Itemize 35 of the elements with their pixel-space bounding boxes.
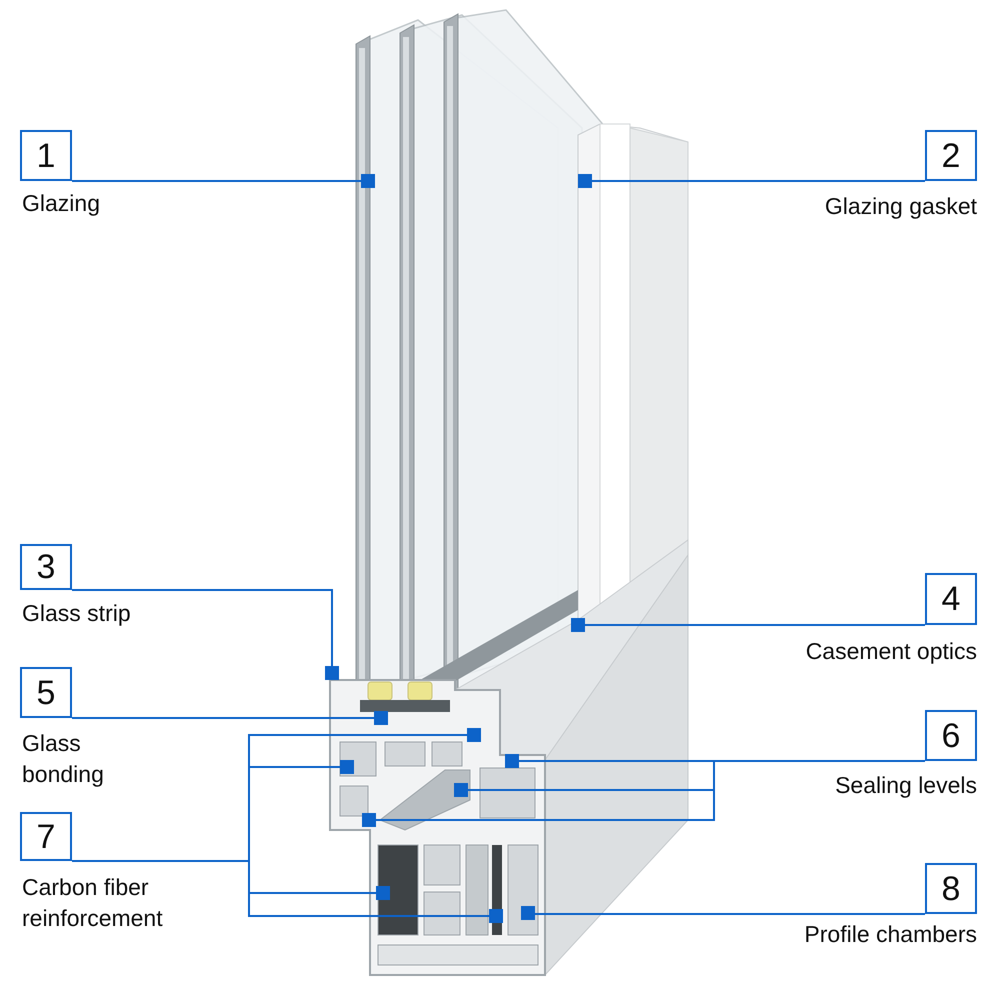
callout-number: 3	[20, 544, 72, 590]
callout-number: 8	[925, 863, 977, 914]
part-label: Carbon fiber reinforcement	[22, 873, 164, 933]
part-label: Casement optics	[804, 637, 977, 666]
marker-square	[376, 886, 390, 900]
marker-square	[374, 711, 388, 725]
leader-line	[535, 913, 925, 915]
part-label: Profile chambers	[803, 920, 977, 949]
leader-line	[72, 589, 333, 666]
marker-square	[505, 754, 519, 768]
leader-line	[72, 717, 374, 719]
part-label: Glass strip	[22, 599, 132, 628]
marker-square	[454, 783, 468, 797]
leader-line	[585, 624, 925, 626]
marker-square	[325, 666, 339, 680]
marker-square	[489, 909, 503, 923]
callout-number: 2	[925, 130, 977, 181]
marker-square	[467, 728, 481, 742]
marker-square	[362, 813, 376, 827]
leader-line	[592, 180, 925, 182]
callout-number: 5	[20, 667, 72, 718]
part-label: Sealing levels	[834, 771, 977, 800]
marker-square	[361, 174, 375, 188]
part-label: Glazing	[22, 189, 101, 218]
callout-number: 6	[925, 710, 977, 761]
leader-line	[72, 180, 361, 182]
part-label: Glass bonding	[22, 729, 105, 789]
callout-number: 7	[20, 812, 72, 861]
part-label: Glazing gasket	[824, 192, 977, 221]
callout-number: 4	[925, 573, 977, 625]
marker-square	[578, 174, 592, 188]
marker-square	[340, 760, 354, 774]
marker-square	[571, 618, 585, 632]
callout-number: 1	[20, 130, 72, 181]
marker-square	[521, 906, 535, 920]
